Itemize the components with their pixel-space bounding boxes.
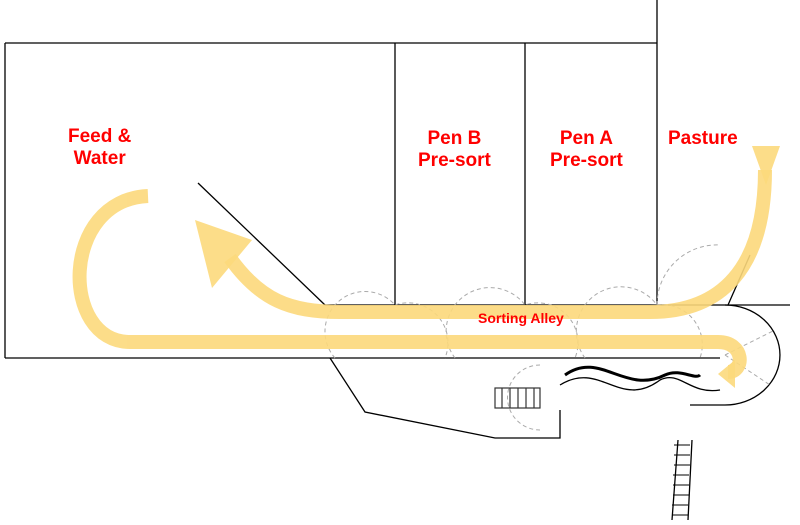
- arrowhead-tub: [718, 360, 735, 388]
- label-line: Water: [73, 148, 126, 169]
- feed-water-pen-fence: [4, 42, 395, 358]
- flow-arrows: [72, 169, 772, 379]
- diagonal-gate: [197, 182, 326, 306]
- holding-area: [329, 357, 561, 439]
- label-line: Pen B: [427, 128, 482, 149]
- sorting-alley-label: Sorting Alley: [478, 310, 564, 326]
- pen-a-label: Pen A Pre-sort: [550, 128, 623, 172]
- arrowhead-pasture: [752, 146, 780, 185]
- label-line: Pre-sort: [550, 150, 623, 171]
- label-line: Pre-sort: [418, 150, 491, 171]
- fences: [4, 0, 790, 521]
- pasture-label: Pasture: [668, 128, 738, 149]
- label-line: Pen A: [559, 128, 613, 149]
- chute-curve-inner: [564, 365, 702, 382]
- arrowheads: [195, 146, 780, 388]
- chute-curve: [559, 377, 721, 392]
- label-line: Feed &: [68, 126, 132, 147]
- pen-b-label: Pen B Pre-sort: [418, 128, 491, 172]
- flow-path-upper: [224, 169, 772, 319]
- flow-path-lower: [72, 189, 747, 379]
- tub-curve: [690, 304, 781, 406]
- loadout-ramp-sides: [671, 439, 693, 521]
- arrowhead-feed: [195, 220, 252, 288]
- squeeze-chute: [494, 387, 541, 409]
- feed-water-label: Feed & Water: [68, 126, 131, 170]
- loadout-ramp: [672, 444, 690, 516]
